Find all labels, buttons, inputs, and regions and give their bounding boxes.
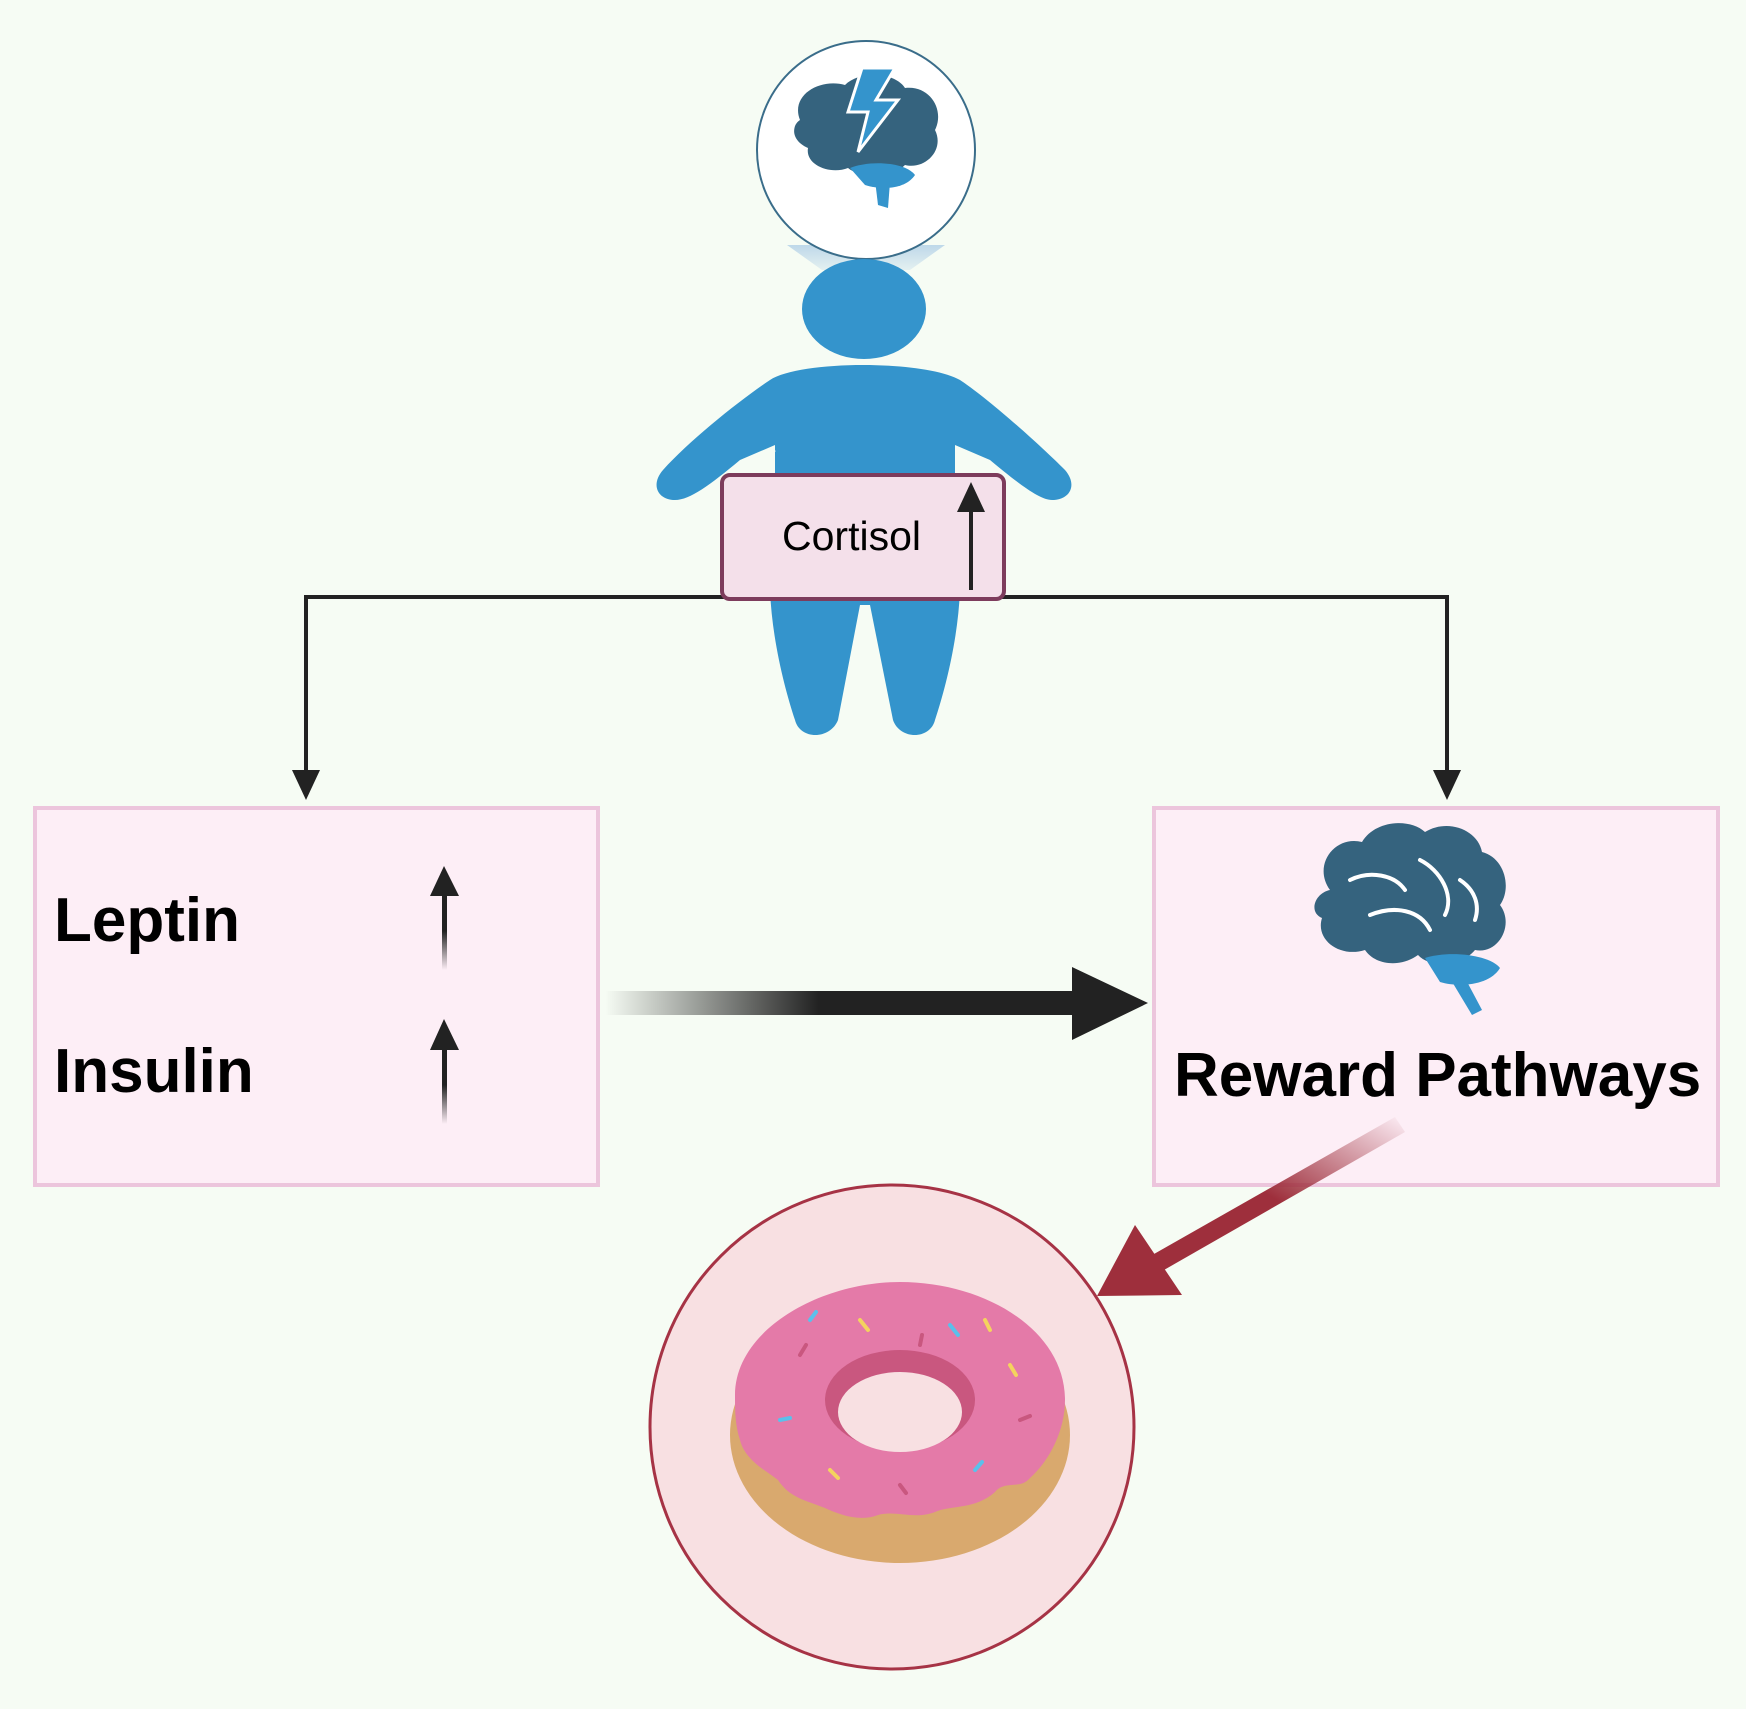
insulin-label: Insulin [54, 1037, 254, 1106]
up-arrow-icon [957, 482, 985, 590]
leptin-up-arrow-icon [430, 866, 459, 970]
person-icon [656, 259, 1072, 735]
brain-icon [1314, 823, 1506, 1015]
insulin-up-arrow-icon [430, 1019, 459, 1124]
donut-icon [648, 1183, 1136, 1671]
stressed-brain-icon [756, 40, 976, 260]
cortisol-label: Cortisol [782, 513, 921, 559]
reward-pathways-label: Reward Pathways [1174, 1041, 1702, 1110]
hormone-box [33, 806, 600, 1187]
reward-to-donut-arrow [1097, 1117, 1405, 1296]
cortisol-box [720, 473, 1006, 601]
hormone-to-reward-arrow [605, 967, 1148, 1040]
leptin-label: Leptin [54, 886, 240, 955]
